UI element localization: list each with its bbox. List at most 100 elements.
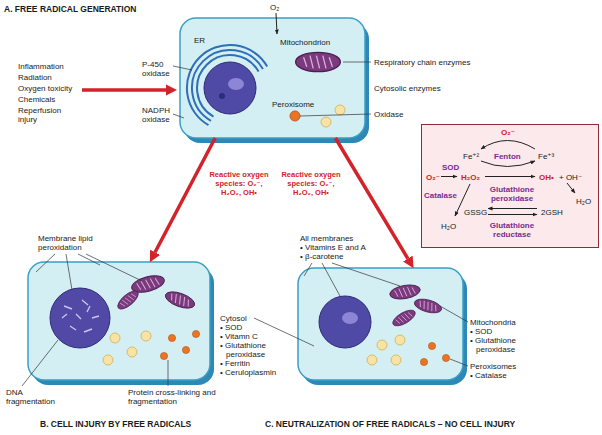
cell-b-drawing — [192, 330, 199, 337]
cell-box: ERMitochondrionPeroxisome — [180, 18, 365, 138]
cell-a-drawing — [180, 18, 365, 138]
reaction-scheme — [485, 176, 535, 177]
nucleus-symbol — [319, 296, 371, 348]
leader-line — [304, 263, 312, 276]
reaction-term: O₂⁻ — [501, 128, 515, 137]
reaction-scheme — [441, 141, 575, 217]
leader-line — [322, 263, 340, 296]
callout-label: Membrane lipid peroxidation — [38, 234, 102, 252]
panel-caption: B. CELL INJURY BY FREE RADICALS — [40, 420, 191, 429]
cell-b-drawing — [115, 288, 141, 312]
cell-b-drawing — [182, 346, 189, 353]
callout-label: NADPH oxidase — [142, 106, 176, 124]
leader-line — [173, 114, 184, 118]
cell-c-drawing — [298, 268, 463, 380]
leader-line — [86, 254, 142, 281]
cell-c-drawing — [442, 354, 449, 361]
callout-label: Cytosol — [220, 314, 247, 323]
callout-label: • Glutathione peroxidase — [220, 341, 298, 359]
reaction-term: Glutathione reductase — [485, 221, 539, 239]
cell-c-drawing — [413, 297, 443, 316]
reaction-term: H₂O — [576, 197, 591, 206]
leader-line — [173, 66, 192, 70]
nucleus-symbol — [204, 62, 256, 114]
er-symbol — [187, 45, 267, 125]
callout-label: • β-carotene — [300, 252, 343, 261]
nucleus-symbol — [50, 288, 110, 348]
nucleus-symbol — [204, 62, 256, 114]
cell-box: C. NEUTRALIZATION OF FREE RADICALS – NO … — [298, 268, 463, 380]
callout-label: Reperfusion injury — [18, 106, 68, 124]
callout-label: Mitochondria — [470, 318, 516, 327]
callout-label: • Catalase — [470, 371, 507, 380]
reaction-term: Fenton — [494, 152, 521, 161]
cell-a-drawing — [296, 52, 341, 71]
leader-line — [300, 114, 371, 116]
nucleus-symbol — [50, 288, 110, 348]
cell-c-drawing — [377, 340, 387, 350]
callout-label: Cytosolic enzymes — [374, 84, 441, 93]
cell-b-drawing — [28, 262, 214, 385]
cell-box: B. CELL INJURY BY FREE RADICALS — [28, 262, 210, 380]
figure-title: A. FREE RADICAL GENERATION — [4, 4, 136, 14]
reaction-term: + OH⁻ — [559, 173, 582, 182]
cell-c-drawing — [395, 335, 405, 345]
cell-c-drawing — [389, 283, 422, 301]
edge-label: Reactive oxygen species: O₂⁻, H₂O₂, OH• — [278, 170, 344, 197]
callout-label: Chemicals — [18, 95, 55, 104]
reaction-scheme — [421, 124, 599, 248]
callout-label: • SOD — [470, 327, 492, 336]
callout-label: Inflammation — [18, 62, 64, 71]
er-symbol — [197, 55, 259, 117]
cell-c-drawing — [298, 268, 467, 385]
panel-caption: C. NEUTRALIZATION OF FREE RADICALS – NO … — [265, 420, 515, 429]
reaction-term: 2GSH — [541, 208, 563, 217]
cell-b-drawing — [28, 262, 210, 380]
reaction-term: Fe⁺² — [463, 152, 479, 161]
callout-label: Protein cross-linking and fragmentation — [128, 388, 216, 406]
callout-label: • SOD — [220, 323, 242, 332]
leader-line — [343, 62, 371, 63]
nucleus-symbol — [228, 78, 244, 90]
organelle-label: ER — [194, 36, 205, 45]
reaction-scheme — [441, 176, 457, 177]
reaction-scheme — [481, 141, 535, 150]
cell-b-drawing — [163, 289, 196, 312]
cell-b-drawing — [141, 331, 151, 341]
callout-label: • Glutathione peroxidase — [470, 336, 538, 354]
reaction-scheme — [481, 161, 535, 167]
cell-b-drawing — [110, 333, 120, 343]
organelle-label: Mitochondrion — [280, 38, 330, 47]
er-symbol — [187, 45, 267, 125]
reaction-term: SOD — [442, 163, 459, 172]
callout-label: • Vitamn C — [220, 332, 258, 341]
ros-arrow — [155, 138, 215, 252]
reaction-term: Catalase — [424, 191, 457, 200]
callout-label: Oxidase — [374, 110, 403, 119]
cell-a-drawing — [321, 117, 331, 127]
cell-a-drawing — [180, 18, 369, 143]
nucleus-symbol — [219, 93, 225, 99]
reaction-scheme — [421, 124, 599, 248]
cell-b-drawing — [168, 334, 175, 341]
reaction-term: H₂O₂ — [461, 173, 480, 182]
reaction-box: O₂⁻Fe⁺²FentonFe⁺³SODO₂⁻H₂O₂OH•+ OH⁻Gluta… — [421, 124, 599, 248]
cell-a-drawing — [290, 111, 300, 121]
callout-label: Oxygen toxicity — [18, 84, 72, 93]
cell-b-drawing — [127, 347, 137, 357]
callout-label: Peroxisomes — [470, 362, 516, 371]
callout-label: Respiratory chain enzymes — [374, 58, 470, 67]
leader-line — [332, 263, 400, 286]
callout-label: • Ceruloplasmin — [220, 368, 276, 377]
reaction-scheme — [567, 183, 575, 193]
cell-b-drawing — [103, 355, 113, 365]
reaction-term: O₂⁻ — [426, 173, 440, 182]
edge-label: Reactive oxygen species: O₂⁻, H₂O₂, OH• — [206, 170, 272, 197]
reaction-term: Glutathione peroxidase — [485, 185, 539, 203]
callout-label: Radiation — [18, 73, 52, 82]
reaction-term: OH• — [539, 173, 554, 182]
callout-label: O₂ — [270, 3, 279, 12]
leader-line — [22, 340, 58, 386]
nucleus-symbol — [319, 296, 371, 348]
callout-label: • Ferritin — [220, 359, 250, 368]
